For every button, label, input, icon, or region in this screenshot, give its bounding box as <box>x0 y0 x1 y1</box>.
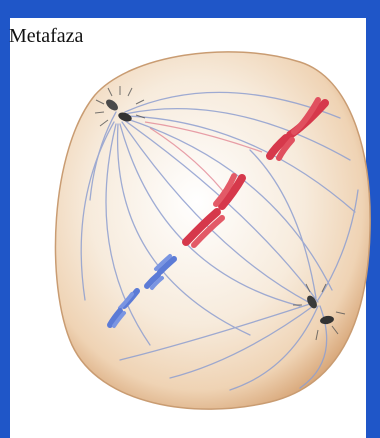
illustration-title: Metafaza <box>9 26 83 46</box>
